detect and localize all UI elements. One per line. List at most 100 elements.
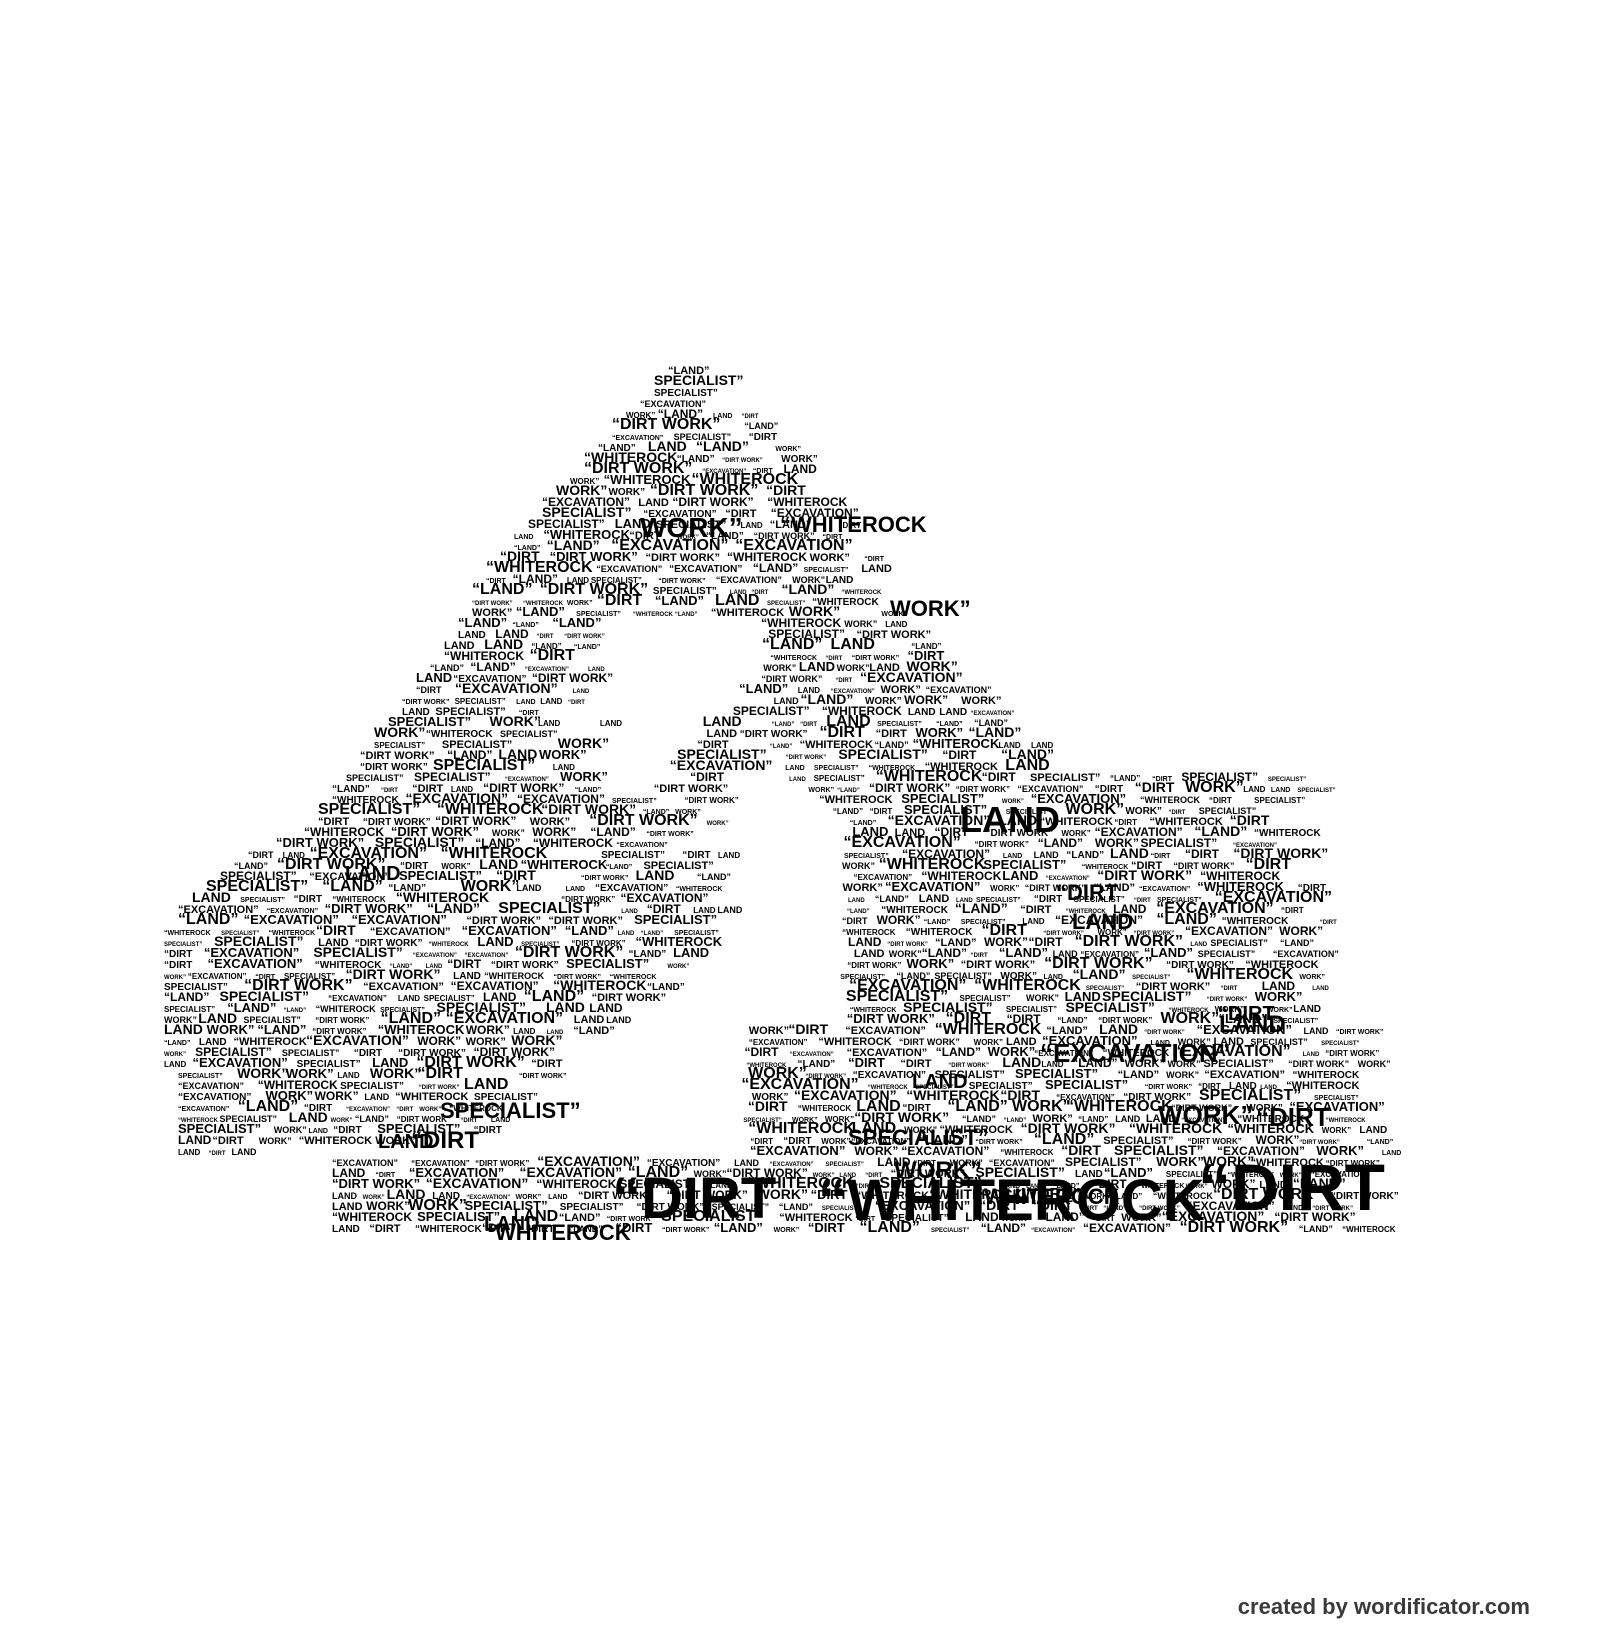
cloud-word: “EXCAVATION” [611, 537, 728, 554]
cloud-word: “EXCAVATION” [735, 537, 852, 554]
cloud-word: “DIRT WORK” [1145, 1084, 1192, 1091]
cloud-word: WORK” [904, 693, 948, 707]
cloud-word: SPECIALIST” [240, 897, 285, 904]
cloud-word: “DIRT WORK” [1021, 1120, 1116, 1136]
cloud-word: “DIRT WORK” [355, 938, 423, 949]
cloud-word: “DIRT [616, 1220, 653, 1235]
cloud-word: “LAND” [629, 949, 667, 960]
cloud-word: SPECIALIST” [1065, 1155, 1142, 1169]
cloud-word: WORK” [490, 713, 541, 729]
cloud-word: “DIRT WORK” [1274, 1210, 1355, 1224]
cloud-word: LAND [398, 994, 420, 1003]
cloud-word: “EXCAVATION” [702, 469, 746, 475]
cloud-word: “EXCAVATION” [1162, 1208, 1265, 1224]
cloud-word: “WHITEROCK [856, 1190, 929, 1202]
cloud-word: “DIRT [748, 1098, 788, 1114]
cloud-word: “DIRT WORK” [472, 601, 513, 607]
cloud-word: “LAND” [1118, 1069, 1160, 1081]
cloud-word: LAND [715, 592, 759, 609]
cloud-word: SPECIALIST” [214, 933, 303, 949]
cloud-word: “DIRT WORK” [363, 817, 431, 828]
cloud-word: SPECIALIST” [643, 860, 713, 872]
cloud-word: “DIRT WORK” [325, 901, 413, 916]
cloud-word: “WHITEROCK [974, 977, 1081, 994]
cloud-word: LAND [309, 1128, 328, 1135]
cloud-word: “EXCAVATION” [1042, 1033, 1137, 1048]
cloud-word: SPECIALIST” [877, 721, 922, 728]
cloud-word: “EXCAVATION” [451, 979, 539, 993]
cloud-word: “EXCAVATION” [309, 871, 390, 883]
cloud-word: “LAND” [1034, 1131, 1094, 1148]
cloud-word-large: “DIRT [1256, 1102, 1330, 1132]
cloud-word: “EXCAVATION” [1095, 825, 1183, 839]
cloud-word: “DIRT WORK” [532, 671, 613, 685]
cloud-word: “DIRT [788, 1021, 828, 1037]
cloud-word: “LAND” [739, 681, 788, 696]
cloud-word: “LAND” [1299, 1224, 1333, 1234]
cloud-word: “DIRT [1033, 1197, 1073, 1213]
cloud-word: LAND [1213, 1036, 1244, 1048]
cloud-word: “EXCAVATION” [267, 908, 318, 915]
cloud-word: SPECIALIST” [297, 1059, 361, 1070]
cloud-word: “DIRT WORK” [847, 1011, 935, 1026]
cloud-word: “DIRT [751, 590, 768, 596]
cloud-word: LAND [826, 713, 870, 730]
cloud-word: “WHITEROCK [876, 768, 983, 785]
cloud-word: “DIRT WORK” [1166, 960, 1234, 971]
cloud-word: SPECIALIST” [1199, 1087, 1301, 1104]
cloud-word: “LAND” [911, 642, 941, 651]
cloud-word: WORK” [417, 1034, 461, 1048]
cloud-word: “EXCAVATION” [525, 667, 569, 673]
cloud-word: LAND [1110, 845, 1149, 861]
cloud-word: “DIRT [1095, 784, 1123, 795]
cloud-word: “DIRT [255, 974, 276, 981]
cloud-word: SPECIALIST” [1030, 772, 1100, 784]
cloud-word: LAND [785, 765, 804, 772]
cloud-word: “WHITEROCK [841, 590, 882, 596]
cloud-word: “EXCAVATION” [845, 1025, 926, 1037]
cloud-word: “WHITEROCK [521, 857, 608, 872]
cloud-word: LAND [1229, 1081, 1257, 1092]
cloud-word: “WHITEROCK [444, 649, 524, 663]
cloud-word: “WHITEROCK [1245, 959, 1318, 971]
cloud-word: “WHITEROCK [767, 495, 847, 509]
cloud-word: WORK” [1279, 924, 1323, 938]
cloud-word: “DIRT WORK” [948, 1063, 989, 1069]
cloud-word: “DIRT WORK” [1326, 1159, 1380, 1168]
cloud-word: “LAND” [575, 787, 601, 794]
cloud-word: LAND [1003, 853, 1022, 860]
cloud-word: “DIRT WORK” [589, 812, 697, 829]
cloud-word: “EXCAVATION” [885, 879, 980, 894]
cloud-word: “WHITEROCK [1200, 869, 1280, 883]
cloud-word: LAND [458, 630, 486, 641]
cloud-word: “EXCAVATION” [1083, 1221, 1171, 1235]
cloud-word: SPECIALIST” [220, 988, 309, 1004]
cloud-word: “DIRT [725, 508, 756, 520]
cloud-word: “DIRT WORK” [1123, 1092, 1191, 1103]
cloud-word: LAND [852, 1120, 896, 1137]
cloud-word: LAND [1099, 1021, 1138, 1037]
cloud-word: LAND [483, 990, 517, 1004]
cloud-word: “WHITEROCK [822, 704, 902, 718]
cloud-word: “DIRT [842, 916, 868, 926]
cloud-word: “WHITEROCK [396, 889, 489, 905]
cloud-word: “EXCAVATION” [346, 1107, 390, 1113]
cloud-word: “LAND” [922, 946, 967, 960]
cloud-word: WORK” [1125, 806, 1162, 817]
cloud-word: “DIRT [971, 953, 988, 959]
cloud-word: WORK” [1280, 1173, 1302, 1179]
cloud-word: WORK” [774, 1227, 800, 1234]
cloud-word: “DIRT [1246, 856, 1292, 873]
cloud-word: “LAND” [1103, 1206, 1126, 1212]
cloud-word: “LAND” [1367, 1139, 1393, 1146]
cloud-word: “DIRT WORK” [662, 1227, 709, 1234]
cloud-word: SPECIALIST” [178, 1073, 223, 1080]
cloud-word: LAND [479, 856, 518, 872]
cloud-word: “DIRT [333, 1125, 361, 1136]
cloud-word: SPECIALIST” [1203, 1058, 1273, 1070]
cloud-word: “EXCAVATION” [505, 777, 549, 783]
cloud-word: SPECIALIST” [1103, 1135, 1173, 1147]
cloud-word: “DIRT WORK” [398, 1048, 466, 1059]
cloud-word: WORK” [763, 663, 796, 673]
cloud-word: “LAND” [472, 581, 532, 598]
